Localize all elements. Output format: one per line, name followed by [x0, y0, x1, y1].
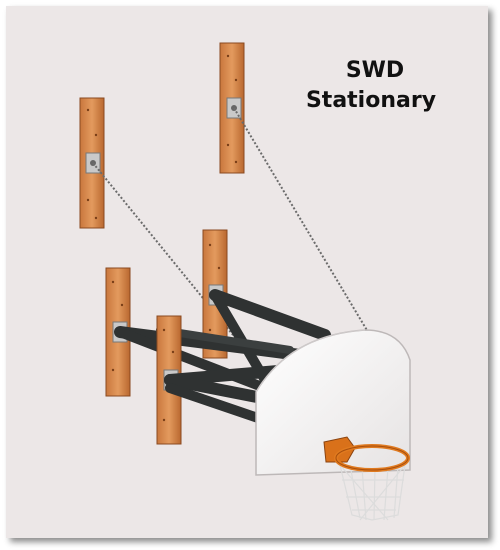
net [339, 464, 406, 521]
product-title-line-2: Stationary [305, 88, 437, 113]
upper-right-wall-board [219, 42, 245, 174]
backboard [255, 329, 411, 476]
rim-bracket [323, 436, 356, 463]
upper-left-wall-board [79, 97, 105, 229]
rim [334, 444, 410, 472]
product-title-line-1: SWD [345, 58, 405, 83]
support-chains [92, 107, 369, 379]
